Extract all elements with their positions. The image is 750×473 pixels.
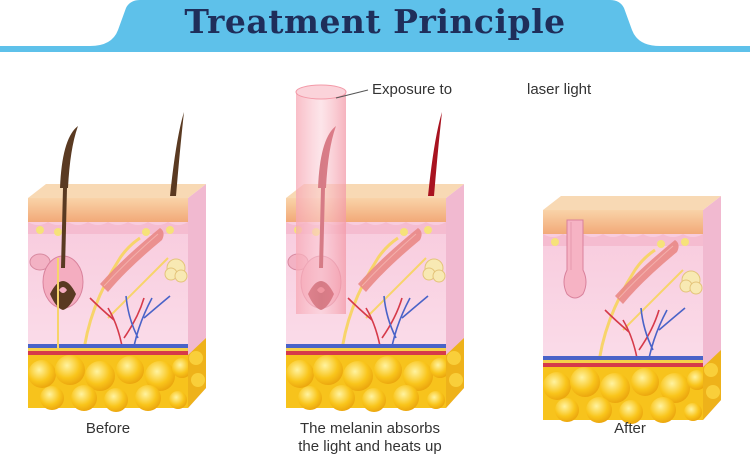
caption-heated-line2: the light and heats up — [298, 438, 442, 455]
caption-heated-line1: The melanin absorbs — [299, 420, 441, 437]
caption-before-line1: Before — [85, 420, 131, 437]
caption-before: Before — [28, 420, 188, 438]
annotation-exposure: Exposure to — [372, 81, 453, 98]
caption-after: After — [550, 420, 710, 438]
caption-after-line1: After — [614, 420, 646, 437]
page-title: Treatment Principle — [184, 2, 566, 41]
annotation-laser-light: laser light — [527, 81, 592, 98]
stage-before — [26, 112, 208, 414]
header-banner — [0, 0, 750, 52]
annotation-leader — [335, 89, 369, 99]
stage-after — [541, 194, 723, 426]
laser-beam — [295, 84, 347, 314]
caption-heated: The melanin absorbs the light and heats … — [270, 420, 470, 456]
